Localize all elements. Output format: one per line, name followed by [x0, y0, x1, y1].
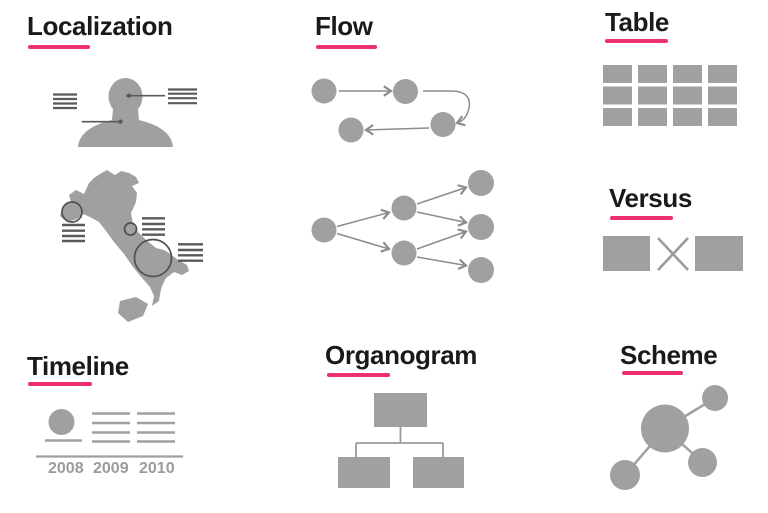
map-marker-south — [133, 238, 173, 278]
timeline-title: Timeline — [27, 351, 129, 381]
versus-x-icon — [657, 237, 689, 271]
person-text-lines-left — [53, 93, 77, 110]
flow-node — [430, 112, 456, 137]
branch-root-node — [311, 217, 337, 243]
branch-mid-node — [391, 240, 417, 266]
table-cell — [638, 65, 667, 83]
sicily-shape — [118, 297, 148, 322]
versus-right-box — [695, 236, 743, 271]
flow-title-underline — [316, 45, 377, 49]
map-marker-center — [123, 222, 138, 236]
branch-nodes — [311, 170, 494, 283]
flow-sequence-graphic — [311, 78, 471, 143]
timeline-text-lines-2010 — [137, 412, 175, 443]
person-annotation-graphic — [53, 78, 197, 147]
localization-title-underline — [28, 45, 90, 49]
table-cell — [673, 108, 702, 126]
timeline-year-2009: 2009 — [93, 460, 129, 477]
branch-leaf-node — [468, 214, 494, 240]
org-parent-box — [374, 393, 427, 427]
organogram-title: Organogram — [325, 340, 478, 370]
organogram-title-underline — [327, 373, 390, 377]
map-marker-northwest — [61, 201, 83, 223]
scheme-title-underline — [622, 371, 683, 375]
table-cell — [603, 108, 632, 126]
person-text-lines-right — [168, 88, 197, 105]
flow-arrows — [339, 85, 471, 136]
localization-title: Localization — [27, 11, 173, 41]
table-title: Table — [605, 7, 669, 37]
map-text-lines-left — [62, 223, 85, 243]
scheme-title: Scheme — [620, 340, 718, 370]
versus-left-box — [603, 236, 650, 271]
org-child-box — [413, 457, 464, 488]
map-text-lines-right — [178, 243, 203, 262]
scheme-hub-node — [641, 404, 689, 453]
branch-leaf-node — [468, 170, 494, 196]
timeline-year-2008: 2008 — [48, 460, 84, 477]
scheme-network-graphic — [610, 385, 728, 490]
timeline-dot — [48, 409, 75, 435]
flow-node — [311, 78, 337, 104]
italy-map-shape — [60, 170, 189, 306]
table-cell — [708, 86, 737, 105]
timeline-year-2010: 2010 — [139, 460, 175, 477]
flow-branch-graphic — [311, 170, 494, 283]
organogram-chart-graphic — [338, 393, 464, 488]
org-connector — [355, 427, 444, 457]
table-cell — [603, 65, 632, 83]
table-cell — [638, 86, 667, 105]
italy-map-graphic — [60, 170, 203, 322]
table-cell — [673, 65, 702, 83]
table-cell — [603, 86, 632, 105]
branch-mid-node — [391, 195, 417, 221]
table-cell — [673, 86, 702, 105]
scheme-leaf-node — [702, 385, 728, 411]
versus-title-underline — [610, 216, 673, 220]
branch-leaf-node — [468, 257, 494, 283]
scheme-leaf-node — [688, 448, 717, 477]
org-child-box — [338, 457, 390, 488]
table-cell — [708, 65, 737, 83]
callout-line-shoulder — [81, 119, 123, 124]
flow-node — [338, 117, 364, 143]
table-grid-graphic — [603, 65, 737, 126]
flow-nodes — [311, 78, 456, 143]
person-silhouette — [78, 78, 173, 147]
versus-comparison-graphic — [603, 236, 743, 271]
callout-line-eye — [126, 93, 165, 98]
table-cell — [638, 108, 667, 126]
versus-title: Versus — [609, 183, 692, 213]
table-cell — [708, 108, 737, 126]
branch-arrows — [336, 184, 468, 270]
timeline-title-underline — [28, 382, 92, 386]
table-title-underline — [605, 39, 668, 43]
timeline-text-lines-2009 — [92, 412, 130, 443]
timeline-graphic — [36, 409, 183, 458]
map-text-lines-middle — [142, 217, 165, 236]
flow-title: Flow — [315, 11, 373, 41]
scheme-leaf-node — [610, 460, 640, 490]
flow-node — [393, 79, 418, 104]
